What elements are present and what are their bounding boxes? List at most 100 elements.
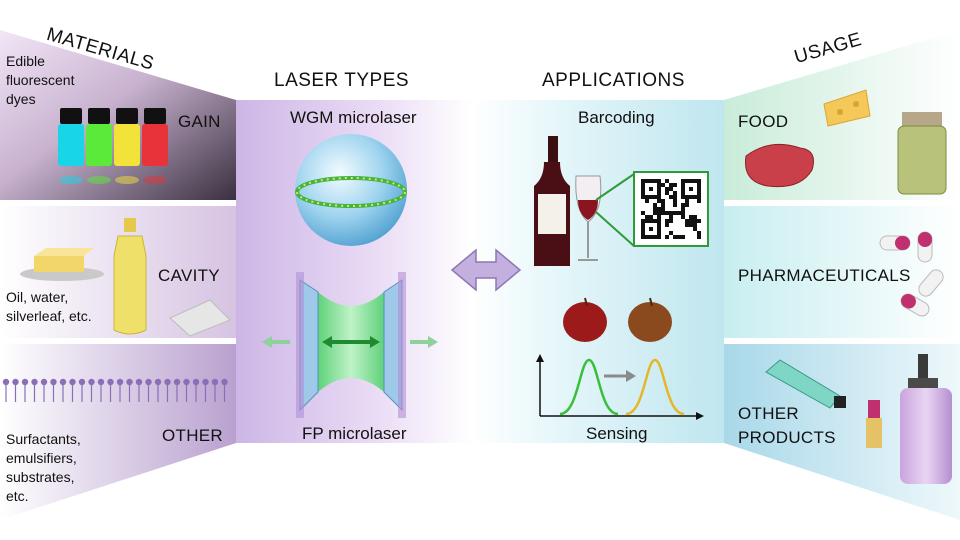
cavity-illustration [20,218,231,337]
qr-module [645,199,649,203]
qr-module [641,219,645,223]
qr-module [693,219,697,223]
qr-module [697,191,701,195]
pharmaceuticals-label: PHARMACEUTICALS [738,266,911,285]
surfactant-head [173,378,181,386]
qr-module [689,215,693,219]
other-products-line: OTHER [738,404,799,423]
qr-module [689,179,693,183]
surfactant-head [164,378,171,386]
qr-module [669,183,673,187]
other-products-line: PRODUCTS [738,428,836,447]
other-caption-line: emulsifiers, [6,450,77,466]
qr-module [693,179,697,183]
qr-module [689,195,693,199]
other-label: OTHER [162,426,223,445]
surfactant-head [21,378,29,386]
qr-code-icon [641,179,701,239]
qr-module [673,235,677,239]
qr-module [665,211,669,215]
qr-module [697,219,701,223]
qr-module [657,231,661,235]
sensing-spectrum-plot [536,354,704,420]
qr-module [641,223,645,227]
gain-label: GAIN [178,112,221,131]
qr-module [657,191,661,195]
qr-module [689,187,693,191]
qr-module [649,195,653,199]
qr-module [653,211,657,215]
surfactant-head [59,378,67,386]
qr-module [653,203,657,207]
qr-module [681,187,685,191]
qr-module [657,183,661,187]
surfactant-bilayer-illustration [2,378,228,402]
qr-module [649,227,653,231]
surfactant-head [69,378,76,386]
gain-caption-line: dyes [6,91,36,107]
qr-module [649,187,653,191]
qr-module [673,211,677,215]
qr-module [685,195,689,199]
surfactant-head [192,378,200,386]
qr-module [653,179,657,183]
wgm-microlaser-label: WGM microlaser [290,108,417,127]
qr-module [657,187,661,191]
qr-module [657,219,661,223]
pills-illustration [879,231,944,317]
surfactant-head [107,378,114,386]
qr-module [661,183,665,187]
qr-module [681,211,685,215]
qr-module [673,183,677,187]
qr-module [693,223,697,227]
qr-module [653,235,657,239]
qr-module [641,195,645,199]
surfactant-head [2,378,10,386]
qr-module [669,195,673,199]
cavity-caption-line: Oil, water, [6,289,69,305]
surfactant-head [88,378,95,386]
surfactant-head [221,378,228,386]
qr-module [665,179,669,183]
qr-module [653,207,657,211]
other-caption: Surfactants, emulsifiers, substrates, et… [6,430,106,506]
qr-module [681,203,685,207]
qr-module [697,187,701,191]
qr-module [697,195,701,199]
qr-module [649,219,653,223]
cosmetics-illustration [765,354,952,484]
qr-module [645,215,649,219]
surfactant-head [126,378,133,386]
qr-module [685,203,689,207]
qr-module [657,211,661,215]
food-illustration [744,89,947,195]
surfactant-head [31,378,38,386]
surfactant-head [183,378,190,386]
wine-barcode-illustration [534,136,709,266]
surfactant-head [116,378,124,386]
apples-illustration [563,297,672,342]
qr-module [653,195,657,199]
qr-module [681,215,685,219]
qr-module [657,235,661,239]
surfactant-head [211,378,219,386]
cavity-caption: Oil, water, silverleaf, etc. [6,288,126,326]
qr-module [657,199,661,203]
qr-module [661,199,665,203]
qr-module [657,207,661,211]
other-caption-line: Surfactants, [6,431,81,447]
qr-module [657,227,661,231]
qr-module [697,231,701,235]
qr-module [669,219,673,223]
qr-module [645,179,649,183]
qr-module [669,211,673,215]
qr-module [665,219,669,223]
qr-module [697,199,701,203]
fp-cavity-illustration [262,272,438,418]
qr-module [693,227,697,231]
dye-vials-illustration [58,108,168,184]
qr-module [669,215,673,219]
qr-module [685,219,689,223]
qr-module [665,187,669,191]
qr-module [661,203,665,207]
